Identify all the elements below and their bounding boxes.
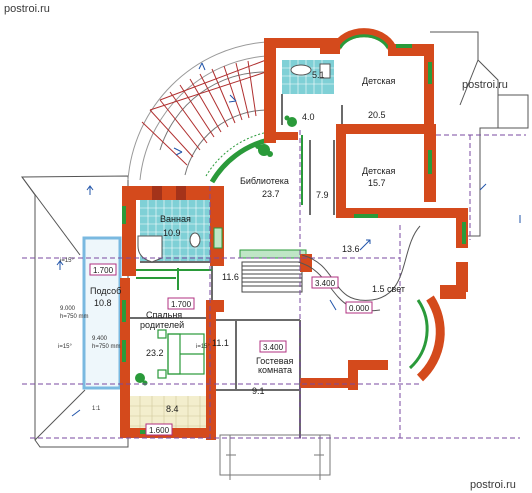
library-curve <box>205 131 269 184</box>
floors <box>82 60 334 438</box>
room-label-svet: 1.5 свет <box>372 284 405 294</box>
watermark-bottom: postroi.ru <box>470 479 516 491</box>
light-well-curve <box>297 225 421 312</box>
room-name-spalnaya-2: родителей <box>140 320 184 330</box>
room-name-gostevaya-2: комната <box>258 365 292 375</box>
level-mark-3: 3.400 <box>315 279 336 288</box>
watermark-top: postroi.ru <box>4 3 50 15</box>
room-name-detskaya-2: Детская <box>362 166 395 176</box>
room-area-gardero: 11.1 <box>212 338 229 348</box>
room-labels: Ванная 10.9 5.1 4.0 Детская 20.5 Детская… <box>90 70 405 414</box>
bay-top <box>331 28 397 51</box>
watermark-right: postroi.ru <box>462 79 508 91</box>
room-area-detskaya-1: 20.5 <box>368 110 386 120</box>
room-area-bath-top: 5.1 <box>312 70 325 80</box>
curved-stair <box>127 41 267 181</box>
watermark-group: postroi.ru postroi.ru postroi.ru <box>4 3 516 491</box>
room-area-stairs: 11.6 <box>222 272 239 282</box>
roof-slope-3: i=15° <box>196 344 211 350</box>
notes: i=15° i=15° i=15° 9.000 h=750 mm 9.400 h… <box>58 258 211 412</box>
room-area-hall: 13.6 <box>342 244 360 254</box>
room-area-corridor: 7.9 <box>316 190 329 200</box>
green-partitions <box>130 135 303 290</box>
dim-note-4: h=750 mm <box>92 344 121 350</box>
room-area-hall-small: 4.0 <box>302 112 315 122</box>
room-name-detskaya-1: Детская <box>362 76 395 86</box>
room-area-detskaya-2: 15.7 <box>368 178 386 188</box>
room-area-gostevaya: 9.1 <box>252 386 265 396</box>
roof-slope-1: i=15° <box>60 258 75 264</box>
dim-note-1: 9.000 <box>60 306 76 312</box>
room-name-spalnaya-1: Спальня <box>146 310 182 320</box>
arrows <box>56 183 521 417</box>
straight-stair <box>239 249 307 293</box>
dim-note-2: h=750 mm <box>60 314 89 320</box>
bath-fixtures <box>137 63 331 263</box>
room-area-podsob: 10.8 <box>94 298 112 308</box>
level-marks: 1.700 1.700 3.400 3.400 0.000 1.600 <box>89 263 373 436</box>
room-area-balcony: 8.4 <box>166 404 179 414</box>
axis-lines <box>22 130 526 440</box>
room-name-gostevaya-1: Гостевая <box>256 356 293 366</box>
roof-slope-2: i=15° <box>58 344 73 350</box>
room-name-biblioteka: Библиотека <box>240 176 289 186</box>
room-name-podsob: Подсоб <box>90 286 121 296</box>
room-name-vannaya: Ванная <box>160 214 191 224</box>
slope-note: 1:1 <box>92 406 101 412</box>
room-area-biblioteka: 23.7 <box>262 189 280 199</box>
level-mark-1: 1.700 <box>93 266 114 275</box>
porch <box>219 434 331 480</box>
dim-note-3: 9.400 <box>92 336 108 342</box>
room-area-spalnaya: 23.2 <box>146 348 164 358</box>
level-mark-4: 3.400 <box>263 343 284 352</box>
bed <box>157 329 205 379</box>
level-mark-5: 0.000 <box>349 304 370 313</box>
roof-outline <box>21 31 529 448</box>
bay-right <box>408 295 445 382</box>
room-area-vannaya: 10.9 <box>163 228 181 238</box>
level-mark-6: 1.600 <box>149 426 170 435</box>
level-mark-2: 1.700 <box>171 300 192 309</box>
